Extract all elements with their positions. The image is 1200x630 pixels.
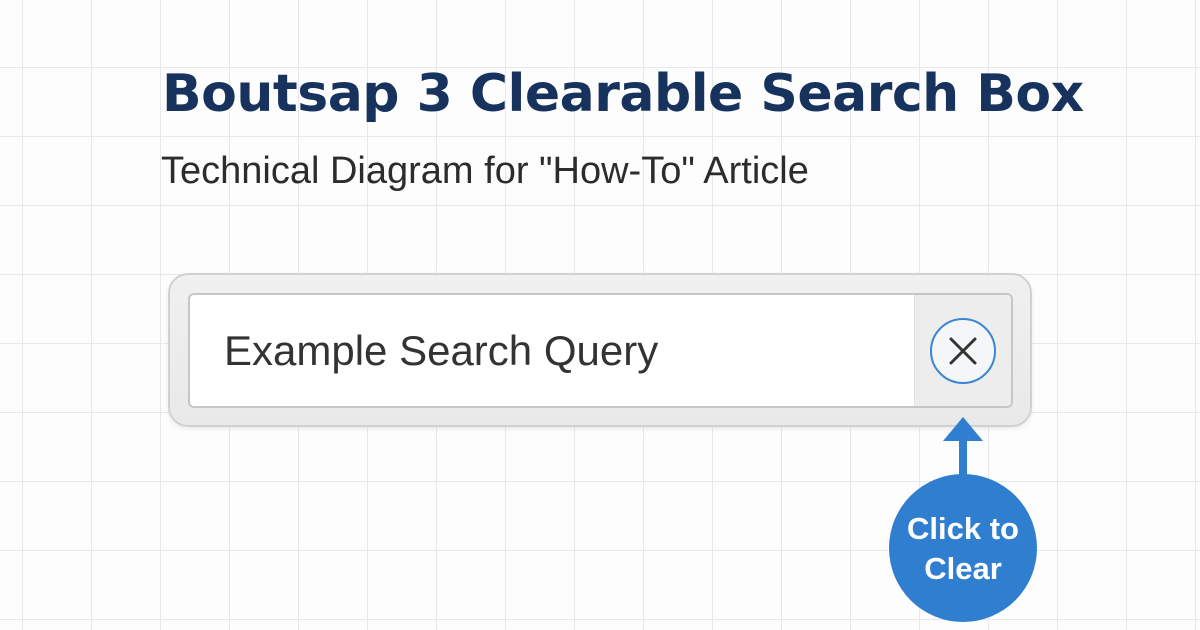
click-to-clear-callout: Click to Clear (889, 474, 1037, 622)
page-subtitle: Technical Diagram for "How-To" Article (161, 150, 809, 192)
search-input[interactable]: Example Search Query (188, 293, 1013, 408)
clear-button[interactable] (930, 318, 996, 384)
callout-label: Click to Clear (907, 511, 1019, 586)
search-input-value: Example Search Query (224, 327, 659, 374)
close-icon (949, 337, 977, 365)
clear-addon (914, 295, 1011, 406)
page-title: Boutsap 3 Clearable Search Box (162, 64, 1084, 124)
arrow-up-icon (943, 417, 983, 479)
